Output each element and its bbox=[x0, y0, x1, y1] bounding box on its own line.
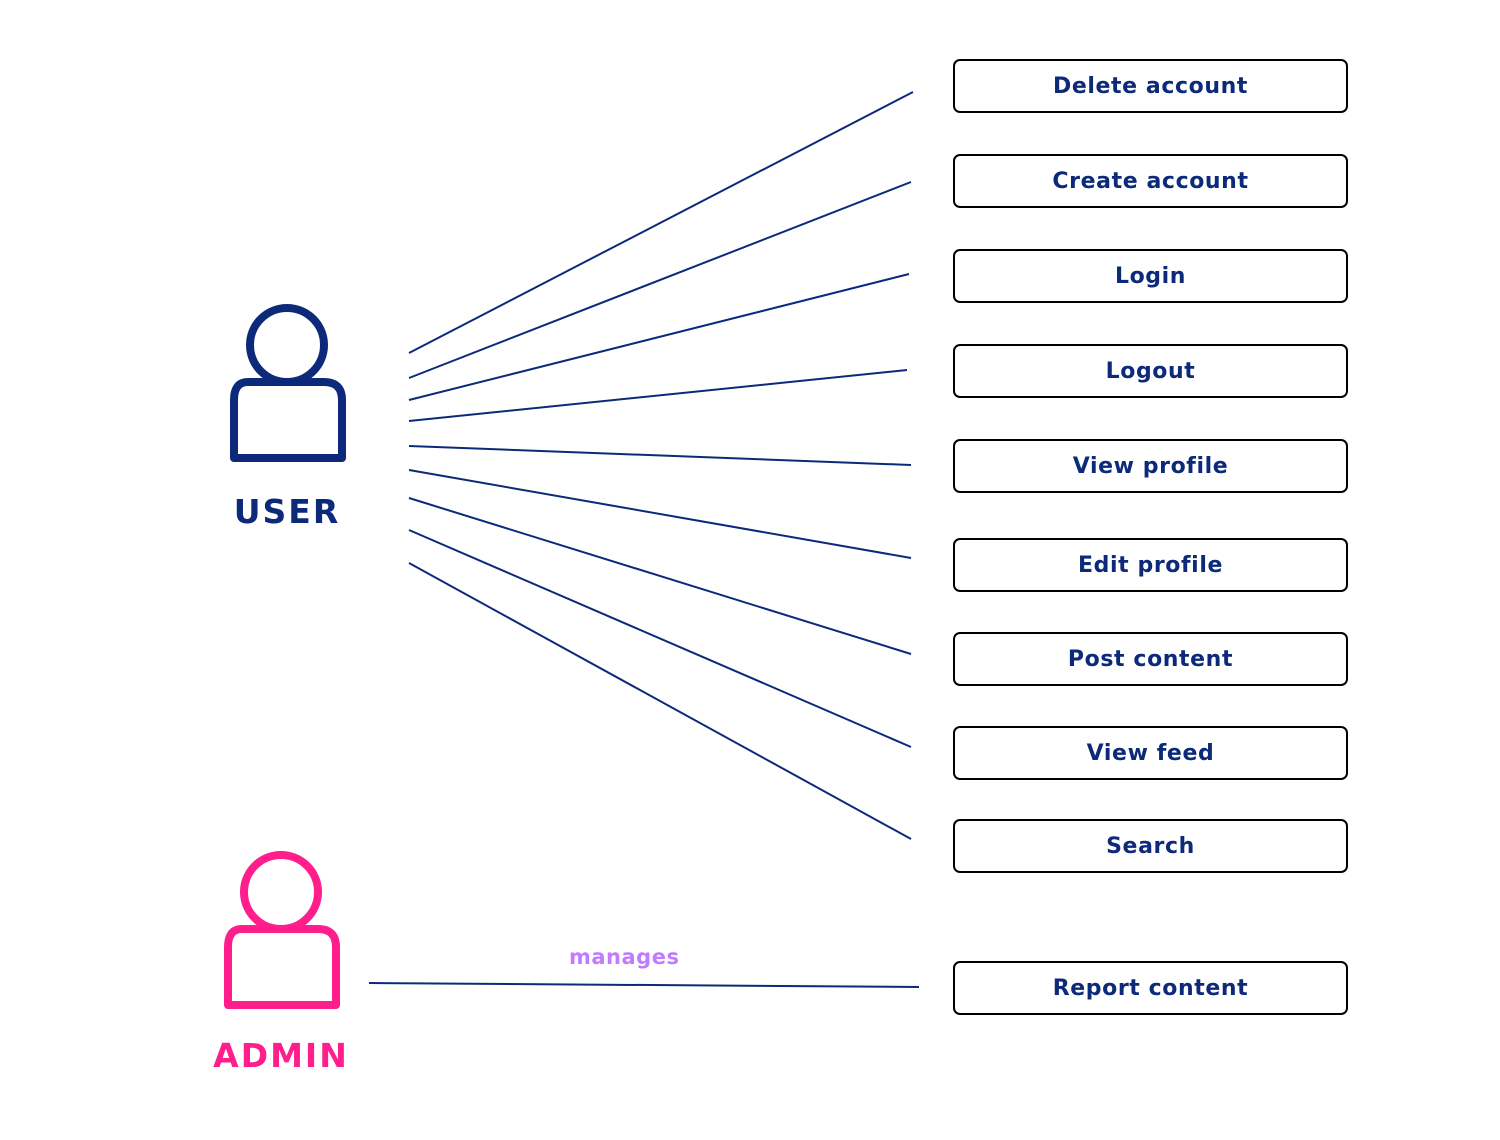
admin-person-icon bbox=[224, 851, 340, 1009]
usecase-post-content[interactable]: Post content bbox=[953, 632, 1348, 686]
association-line-user-logout bbox=[408, 369, 908, 422]
usecase-label: Create account bbox=[1052, 168, 1249, 194]
association-line-user-login bbox=[408, 273, 910, 401]
association-line-user-delete-account bbox=[408, 91, 914, 354]
association-line-user-create-account bbox=[408, 181, 912, 379]
admin-actor[interactable] bbox=[212, 847, 352, 1017]
usecase-label: Post content bbox=[1067, 646, 1234, 672]
usecase-label: Edit profile bbox=[1078, 552, 1223, 578]
usecase-logout[interactable]: Logout bbox=[953, 344, 1348, 398]
usecase-delete-account[interactable]: Delete account bbox=[953, 59, 1348, 113]
usecase-label: Search bbox=[1106, 833, 1195, 859]
usecase-view-profile[interactable]: View profile bbox=[953, 439, 1348, 493]
usecase-label: View profile bbox=[1072, 453, 1229, 479]
association-line-admin-report-content bbox=[368, 982, 920, 988]
usecase-report-content[interactable]: Report content bbox=[953, 961, 1348, 1015]
user-person-icon bbox=[230, 304, 346, 462]
usecase-login[interactable]: Login bbox=[953, 249, 1348, 303]
association-line-user-edit-profile bbox=[408, 469, 912, 559]
admin-actor-label: ADMIN bbox=[213, 1036, 349, 1075]
user-actor-label: USER bbox=[233, 492, 341, 531]
association-line-user-post-content bbox=[408, 497, 912, 655]
usecase-edit-profile[interactable]: Edit profile bbox=[953, 538, 1348, 592]
usecase-label: Report content bbox=[1052, 975, 1249, 1001]
usecase-create-account[interactable]: Create account bbox=[953, 154, 1348, 208]
usecase-label: Delete account bbox=[1052, 73, 1249, 99]
manages-link-label: manages bbox=[569, 945, 680, 969]
usecase-label: Login bbox=[1114, 263, 1187, 289]
association-line-user-view-profile bbox=[408, 445, 912, 466]
user-actor[interactable] bbox=[218, 300, 358, 470]
usecase-search[interactable]: Search bbox=[953, 819, 1348, 873]
association-line-user-view-feed bbox=[408, 529, 912, 748]
usecase-label: Logout bbox=[1105, 358, 1196, 384]
usecase-label: View feed bbox=[1086, 740, 1215, 766]
usecase-view-feed[interactable]: View feed bbox=[953, 726, 1348, 780]
association-line-user-search bbox=[408, 562, 912, 840]
